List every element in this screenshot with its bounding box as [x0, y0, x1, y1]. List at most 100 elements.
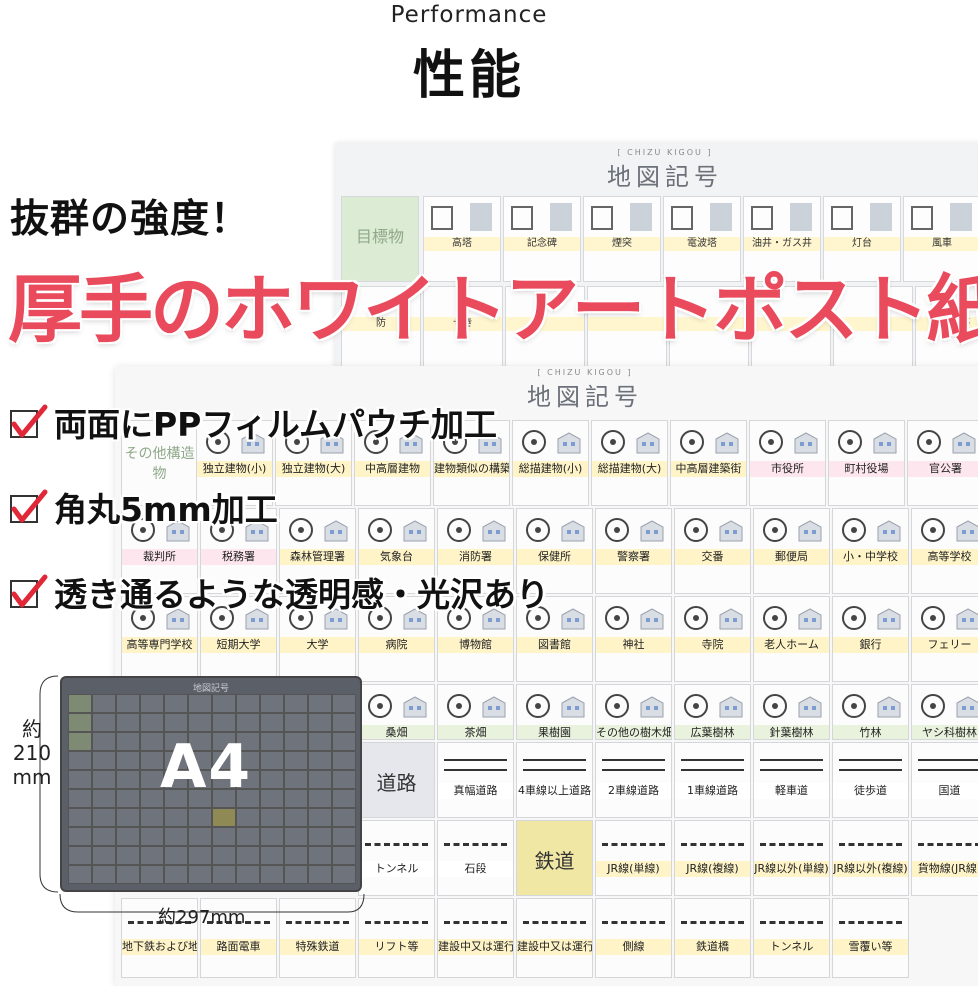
- symbol-cell: 保健所: [516, 508, 593, 594]
- map-symbol-icon: [680, 430, 704, 454]
- symbol-cell: 広葉樹林: [674, 684, 751, 740]
- rail-line: [523, 921, 586, 924]
- headline: 抜群の強度！: [10, 197, 251, 242]
- symbol-label: 博物館: [438, 637, 513, 653]
- map-symbol-icon: [671, 203, 732, 231]
- symbol-label: 油井・ガス井: [744, 237, 820, 251]
- road-line: [523, 769, 586, 771]
- symbol-label: 貨物線(JR線): [912, 861, 978, 877]
- symbol-label: 特殊鉄道: [280, 939, 355, 955]
- height-text: 約: [22, 717, 42, 741]
- a4-mini-cell: [260, 808, 284, 827]
- symbol-label: 中高層建築街: [671, 461, 746, 477]
- a4-mini-cell: [212, 789, 236, 808]
- a4-mini-title: 地図記号: [192, 684, 229, 694]
- rail-line: [918, 843, 978, 846]
- a4-mini-cell: [188, 789, 212, 808]
- map-symbol-icon: [289, 518, 313, 542]
- building-icon: [956, 520, 978, 542]
- symbol-cell: JR線以外(単線): [753, 820, 830, 896]
- a4-mini-cell: [212, 808, 236, 827]
- a4-mini-cell: [188, 865, 212, 884]
- category-label: 目標物: [355, 227, 404, 246]
- symbol-cell: 真幅道路: [437, 742, 514, 818]
- a4-mini-cell: [188, 770, 212, 789]
- map-symbol-icon: [431, 203, 492, 231]
- map-symbol-icon: [206, 430, 230, 454]
- rail-line: [839, 921, 902, 924]
- symbol-cell: 警察署: [595, 508, 672, 594]
- symbol-cell: 防: [341, 286, 421, 370]
- feature-item: 角丸5mm加工: [8, 483, 278, 531]
- road-line: [839, 769, 902, 771]
- road-category-label: 道路: [376, 771, 417, 795]
- rail-category-label: 鉄道: [534, 849, 575, 873]
- symbol-label: 図書館: [517, 637, 592, 653]
- map-symbol-icon: [921, 694, 945, 718]
- road-line: [444, 759, 507, 761]
- map-symbol-icon: [842, 606, 866, 630]
- symbol-label: せき: [424, 317, 502, 331]
- a4-mini-cell: [68, 827, 92, 846]
- building-icon: [561, 520, 585, 542]
- a4-mini-cell: [284, 694, 308, 713]
- symbol-cell: その他の樹木畑: [595, 684, 672, 740]
- symbol-cell: 総描建物(小): [512, 420, 589, 506]
- symbol-cell: フェリー: [911, 596, 978, 682]
- building-icon: [798, 608, 822, 630]
- a4-mini-cell: [332, 808, 356, 827]
- a4-mini-cell: [236, 770, 260, 789]
- a4-mini-cell: [212, 865, 236, 884]
- symbol-label: 交番: [675, 549, 750, 565]
- symbol-label: 消防署: [438, 549, 513, 565]
- a4-mini-cell: [188, 694, 212, 713]
- a4-mini-cell: [92, 713, 116, 732]
- a4-mini-cell: [68, 846, 92, 865]
- symbol-label: 短期大学: [201, 637, 276, 653]
- building-icon: [324, 520, 348, 542]
- symbol-cell: 軽車道: [753, 742, 830, 818]
- road-line: [602, 759, 665, 761]
- a4-mini-cell: [188, 751, 212, 770]
- symbol-cell: トンネル: [753, 898, 830, 978]
- a4-mini-cell: [212, 827, 236, 846]
- a4-mini-cell: [116, 789, 140, 808]
- poster-back-title: [ CHIZU KIGOU ] 地図記号: [335, 148, 978, 192]
- symbol-label: 1車線道路: [675, 783, 750, 799]
- a4-mini-cell: [164, 713, 188, 732]
- road-line: [918, 769, 978, 771]
- a4-mini-cell: [308, 789, 332, 808]
- a4-mini-cell: [188, 732, 212, 751]
- symbol-cell: 図書館: [516, 596, 593, 682]
- a4-mini-cell: [332, 732, 356, 751]
- a4-mini-cell: [212, 846, 236, 865]
- a4-mini-cell: [308, 808, 332, 827]
- symbol-label: 中高層建物: [355, 461, 430, 477]
- a4-mini-cell: [140, 694, 164, 713]
- symbol-label: 高等専門学校: [122, 637, 197, 653]
- symbol-label: 税務署: [201, 549, 276, 565]
- building-icon: [478, 432, 502, 454]
- building-icon: [482, 520, 506, 542]
- symbol-label: 国道: [912, 783, 978, 799]
- a4-mini-cell: [332, 846, 356, 865]
- building-icon: [320, 432, 344, 454]
- a4-mini-cell: [116, 865, 140, 884]
- symbol-cell: 小・中学校: [832, 508, 909, 594]
- symbol-label: 森林管理署: [280, 549, 355, 565]
- a4-mini-cell: [284, 865, 308, 884]
- map-symbol-icon: [511, 203, 572, 231]
- a4-mini-cell: [164, 770, 188, 789]
- a4-mini-cell: [284, 846, 308, 865]
- performance-eyebrow: Performance: [390, 2, 548, 28]
- symbol-cell: 総描建物(大): [591, 420, 668, 506]
- a4-mini-cell: [260, 789, 284, 808]
- a4-mini-cell: [92, 694, 116, 713]
- a4-mini-cell: [284, 808, 308, 827]
- map-symbol-icon: [447, 606, 471, 630]
- symbol-cell: 老人ホーム: [753, 596, 830, 682]
- symbol-label: 神社: [596, 637, 671, 653]
- symbol-label: その他の樹木畑: [596, 725, 672, 739]
- building-icon: [166, 608, 190, 630]
- symbol-cell: [751, 286, 831, 370]
